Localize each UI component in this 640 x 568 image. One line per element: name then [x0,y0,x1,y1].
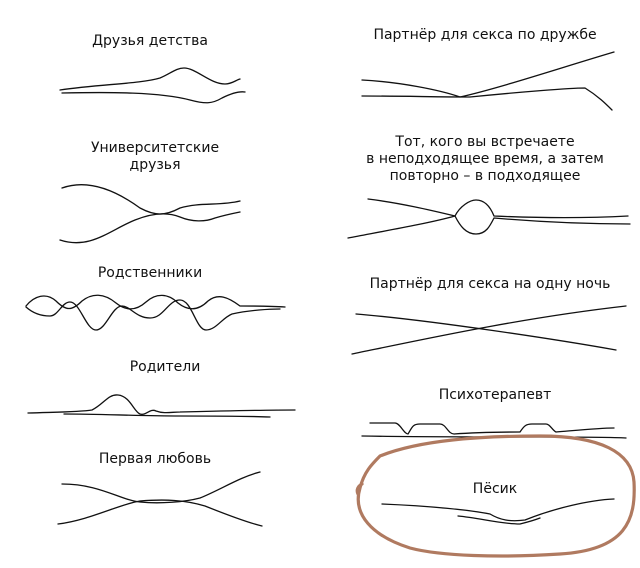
doggy-line-a [381,498,615,522]
relatives-line-a [25,294,286,310]
label-wrong-time-1: Тот, кого вы встречаете [395,134,575,150]
label-one-night: Партнёр для секса на одну ночь [369,276,611,292]
one-night-line-b [351,305,627,355]
label-first-love: Первая любовь [98,451,212,467]
first-love-line-b [57,499,263,527]
relatives-line-b [25,299,281,331]
first-love-line-a [61,471,261,504]
label-childhood-friends: Друзья детства [92,33,208,49]
label-doggy: Пёсик [472,481,518,497]
one-night-line-a [355,313,617,351]
parents-line-b [63,413,271,418]
therapist-line-a [369,422,615,435]
label-fwb: Партнёр для секса по дружбе [373,27,597,43]
wrong-time-line-a [367,198,629,219]
childhood-line-a [59,67,241,91]
fwb-line-a [361,51,615,98]
label-therapist: Психотерапевт [438,387,552,403]
childhood-line-b [61,91,246,104]
label-relatives: Родственники [97,265,203,281]
highlight-circle-tick [355,482,364,496]
label-university-friends-2: друзья [129,157,181,173]
doggy-line-b [457,515,541,525]
label-wrong-time-3: повторно – в подходящее [389,168,581,184]
university-line-b [59,211,241,244]
university-line-a [61,184,241,215]
label-wrong-time-2: в неподходящее время, а затем [366,151,604,167]
wrong-time-line-b [347,215,631,239]
fwb-line-b [361,87,613,111]
label-parents: Родители [129,359,201,375]
parents-line-a [27,394,296,415]
highlight-circle [356,434,636,558]
label-university-friends-1: Университетские [90,140,220,156]
